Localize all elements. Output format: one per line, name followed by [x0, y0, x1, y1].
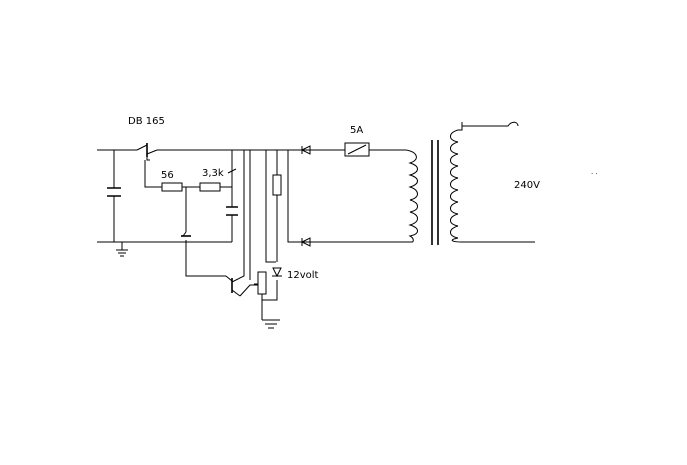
ground-symbol-left: [116, 242, 128, 257]
pass-transistor: [136, 143, 158, 161]
label-fuse: 5A: [350, 125, 363, 136]
label-resistor-56: 56: [161, 170, 174, 181]
right-feed-wire: [287, 149, 302, 243]
label-resistor-3k3: 3,3k: [202, 168, 224, 179]
transformer-secondary: [405, 149, 418, 243]
label-transistor: DB 165: [128, 116, 165, 127]
label-zener: 12volt: [287, 270, 319, 281]
zener-diode: [262, 150, 282, 301]
diode-bottom: [300, 237, 412, 247]
label-dots: . .: [591, 168, 598, 176]
resistor-3k3: [199, 182, 221, 192]
timing-capacitor: [226, 150, 238, 242]
bias-wire: [144, 160, 232, 188]
filter-capacitor: [107, 150, 121, 242]
diode-top: [300, 145, 345, 155]
potentiometer: [254, 271, 267, 320]
fuse-5a: [344, 142, 406, 157]
transformer-core: [431, 140, 439, 245]
ground-symbol-bottom: [262, 319, 280, 329]
label-transformer-voltage: 240V: [514, 180, 540, 191]
control-transistor: [225, 150, 258, 297]
transformer-primary: [450, 121, 535, 243]
feed-wire-2: [265, 150, 276, 263]
resistor-56: [161, 182, 183, 192]
driver-transistor: [181, 187, 226, 277]
